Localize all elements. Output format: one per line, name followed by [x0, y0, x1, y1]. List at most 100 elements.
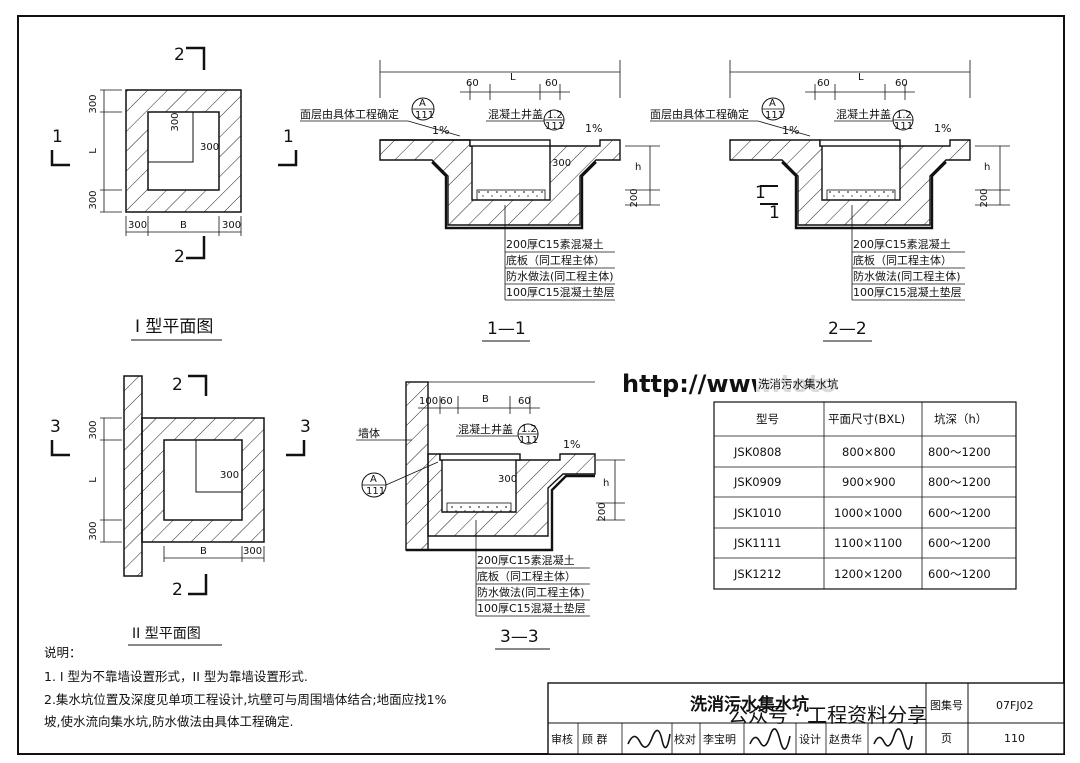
sec1-layer-2: 底板（同工程主体） — [506, 253, 605, 267]
check-label: 校对 — [674, 732, 696, 746]
plan2-section-mark-a: 3 — [50, 417, 61, 437]
design-label: 设计 — [799, 733, 821, 746]
plan1-dim-L: L — [88, 148, 99, 154]
review-signature — [627, 729, 671, 749]
sec1-cover-ref-bottom: 111 — [545, 121, 564, 132]
plan2-dim-top: 300 — [88, 420, 99, 439]
sec2-dim-60b: 60 — [895, 78, 908, 89]
plan-type-1: 300 L 300 300 300 300 B 300 1 1 2 2 I 型平… — [50, 45, 298, 341]
plan2-dim-B: B — [200, 546, 207, 557]
table-cell: 1100×1100 — [834, 536, 902, 550]
atlas-value: 07FJ02 — [996, 699, 1034, 712]
sec1-circle-a-top: A — [419, 98, 426, 109]
plan2-dim-L: L — [88, 477, 99, 483]
sec1-layer-1: 200厚C15素混凝土 — [506, 237, 604, 251]
plan2-wall — [123, 375, 143, 577]
sec3-dim-60b: 60 — [518, 396, 531, 407]
sec2-dim-60a: 60 — [817, 78, 830, 89]
table-cell: JSK0808 — [733, 445, 782, 459]
sec2-layer-1: 200厚C15素混凝土 — [853, 237, 951, 251]
plan2-section-mark-top: 2 — [172, 375, 183, 395]
sec3-layer-1: 200厚C15素混凝土 — [477, 553, 575, 567]
sec3-layer-4: 100厚C15混凝土垫层 — [477, 601, 586, 615]
sec1-cover-ref-top: 1.2 — [547, 110, 563, 121]
sec3-waterproof — [406, 474, 595, 552]
plan1-dim-bottom: 300 — [88, 190, 99, 209]
sec1-slope-left: 1% — [432, 124, 449, 137]
sec1-title: 1—1 — [487, 319, 526, 339]
review-label: 审核 — [551, 732, 573, 746]
sec3-layer-2: 底板（同工程主体） — [477, 569, 576, 583]
plan2-dim-inner: 300 — [220, 470, 239, 481]
sec2-mark-1b: 1 — [769, 203, 780, 223]
table-cell: JSK1010 — [733, 506, 782, 520]
sec1-surface-note: 面层由具体工程确定 — [300, 107, 399, 121]
spec-table: 型号 平面尺寸(BXL) 坑深（h） JSK0808 800×800 800～1… — [713, 401, 1017, 590]
sheet-frame — [17, 15, 1065, 755]
sec3-wall-label: 墙体 — [358, 426, 380, 440]
plan1-section-mark-b: 1 — [283, 127, 294, 147]
section-3-3: 100 60 B 60 墙体 混凝土井盖 1.2 111 1% A 111 30… — [356, 381, 625, 650]
table-cell: 600～1200 — [928, 536, 991, 550]
wechat-watermark: 公众号 · 工程资料分享 — [728, 703, 927, 727]
table-cell: 600～1200 — [928, 506, 991, 520]
section-1-1: 60 L 60 面层由具体工程确定 A 111 混凝土井盖 1.2 111 1%… — [300, 60, 660, 342]
sec2-circle-a-top: A — [769, 98, 776, 109]
sec1-dim-200: 200 — [629, 188, 640, 207]
plan1-title: I 型平面图 — [135, 317, 213, 337]
plan1-cover-outline — [147, 111, 194, 163]
table-cell: JSK1111 — [733, 536, 782, 550]
sec2-title: 2—2 — [828, 319, 867, 339]
table-header-size: 平面尺寸(BXL) — [828, 412, 905, 426]
sec1-concrete — [379, 139, 621, 226]
plan2-dim-bottom: 300 — [88, 521, 99, 540]
table-cell: JSK1212 — [733, 567, 782, 581]
sec3-dim-60a: 60 — [440, 396, 453, 407]
plan2-section-mark-bottom: 2 — [172, 580, 183, 600]
sec2-dim-L: L — [858, 72, 864, 83]
review-name: 顾 群 — [582, 732, 608, 746]
check-name: 李宝明 — [703, 732, 736, 746]
title-block: 洗消污水集水坑 图集号 07FJ02 页 110 审核 顾 群 校对 李宝明 设… — [547, 682, 1065, 755]
table-header-depth: 坑深（h） — [934, 412, 987, 426]
sec2-slope-left: 1% — [782, 124, 799, 137]
sec1-dim-300: 300 — [552, 158, 571, 169]
sec3-circle-a-bottom: 111 — [366, 486, 385, 497]
table-cell: 800～1200 — [928, 445, 991, 459]
sec2-circle-a-bottom: 111 — [765, 110, 784, 121]
sec3-cover — [439, 453, 521, 461]
sec2-mark-1a: 1 — [755, 183, 766, 203]
plan1-section-mark-bottom: 2 — [174, 247, 185, 267]
table-cell: 800×800 — [842, 445, 896, 459]
sec1-dim-h: h — [635, 162, 641, 173]
sec3-concrete — [427, 453, 596, 537]
section-2-2: 60 L 60 面层由具体工程确定 A 111 混凝土井盖 1.2 111 1%… — [650, 60, 1010, 342]
sec2-waterproof — [781, 161, 947, 230]
notes-line-2: 2.集水坑位置及深度见单项工程设计,坑壁可与周围墙体结合;地面应找1% — [44, 692, 447, 707]
notes-line-3: 坡,使水流向集水坑,防水做法由具体工程确定. — [44, 714, 293, 729]
sec2-dim-h: h — [984, 162, 990, 173]
sec1-circle-a-bottom: 111 — [415, 110, 434, 121]
sec1-dim-L: L — [510, 72, 516, 83]
sec3-wall — [405, 381, 429, 551]
sec2-concrete — [729, 139, 971, 226]
sec3-dim-B: B — [482, 394, 489, 405]
sec2-slope-right: 1% — [934, 122, 951, 135]
plan1-dim-left: 300 — [128, 220, 147, 231]
sec2-cover-label: 混凝土井盖 — [836, 107, 891, 121]
sec1-waterproof — [431, 161, 597, 230]
plan2-cover-outline — [195, 439, 243, 493]
plan1-dim-inner1: 300 — [170, 112, 181, 131]
notes-heading: 说明： — [44, 645, 82, 660]
sec2-layer-2: 底板（同工程主体） — [853, 253, 952, 267]
sec1-layer-4: 100厚C15混凝土垫层 — [506, 285, 615, 299]
sec2-layer-4: 100厚C15混凝土垫层 — [853, 285, 962, 299]
sec1-cover — [469, 139, 551, 147]
table-cell: 1200×1200 — [834, 567, 902, 581]
sec2-cover — [819, 139, 901, 147]
sec1-dim-60a: 60 — [466, 78, 479, 89]
sec2-cover-ref-bottom: 111 — [894, 121, 913, 132]
table-cell: 600～1200 — [928, 567, 991, 581]
url-overlay-label: 洗消污水集水坑 — [758, 377, 839, 391]
